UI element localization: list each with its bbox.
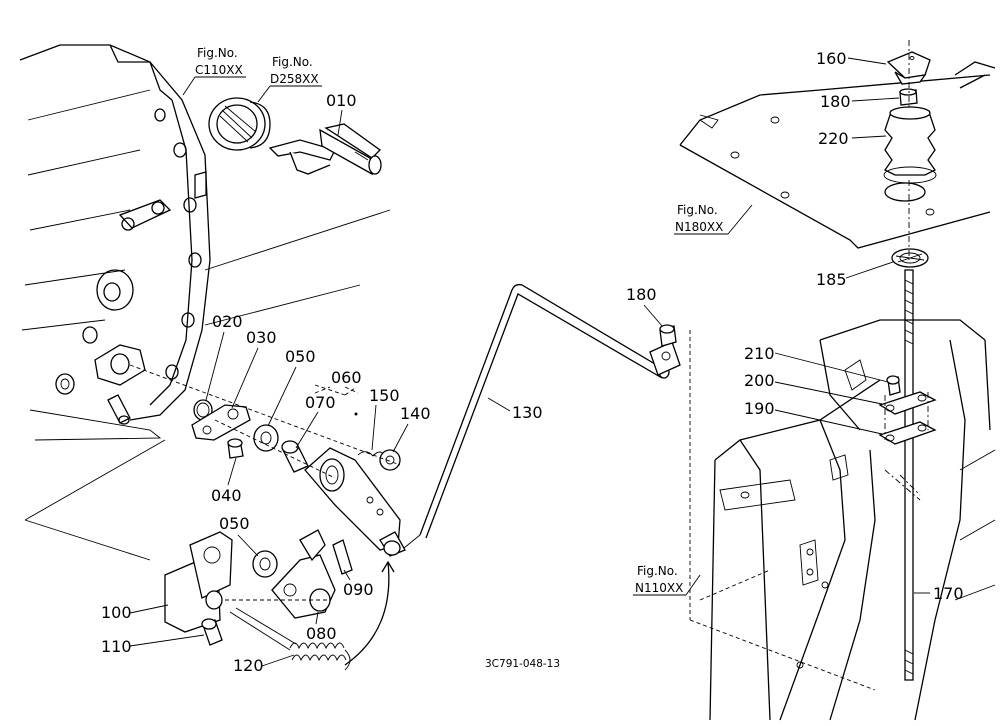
callout-200[interactable]: 200 xyxy=(744,371,775,390)
part-d258-bushing xyxy=(208,97,271,151)
part-060-lever-arm xyxy=(304,447,406,557)
part-110-bolt xyxy=(201,618,223,646)
fig-ref-d258[interactable]: Fig.No. D258XX xyxy=(257,55,322,103)
callout-100[interactable]: 100 xyxy=(101,603,132,622)
callout-080[interactable]: 080 xyxy=(306,624,337,643)
fig-ref-code: C110XX xyxy=(195,63,243,77)
part-140-washer xyxy=(379,449,401,471)
fig-ref-title: Fig.No. xyxy=(272,55,313,69)
callout-160[interactable]: 160 xyxy=(816,49,847,68)
part-090-pin xyxy=(332,539,353,575)
part-050-washer-upper xyxy=(253,424,279,452)
callout-130[interactable]: 130 xyxy=(512,403,543,422)
callout-185[interactable]: 185 xyxy=(816,270,847,289)
part-010-shaft xyxy=(268,123,382,176)
callout-040[interactable]: 040 xyxy=(211,486,242,505)
fig-ref-code: D258XX xyxy=(270,72,319,86)
frame-structure xyxy=(709,319,996,721)
callout-060[interactable]: 060 xyxy=(331,368,362,387)
callout-010[interactable]: 010 xyxy=(326,91,357,110)
callout-110[interactable]: 110 xyxy=(101,637,132,656)
part-185-grommet xyxy=(891,248,929,268)
callout-120[interactable]: 120 xyxy=(233,656,264,675)
callout-030[interactable]: 030 xyxy=(246,328,277,347)
fig-ref-code: N110XX xyxy=(635,581,683,595)
callout-220[interactable]: 220 xyxy=(818,129,849,148)
callout-170[interactable]: 170 xyxy=(933,584,964,603)
callout-150[interactable]: 150 xyxy=(369,386,400,405)
part-220-boot xyxy=(883,106,937,184)
part-180-nut-upper xyxy=(899,88,918,106)
part-040-bolt xyxy=(227,438,244,459)
part-050-washer-lower xyxy=(252,550,278,578)
callout-050-lower[interactable]: 050 xyxy=(219,514,250,533)
part-190-plate xyxy=(878,421,937,445)
callout-180-upper[interactable]: 180 xyxy=(820,92,851,111)
callout-210[interactable]: 210 xyxy=(744,344,775,363)
callout-090[interactable]: 090 xyxy=(343,580,374,599)
drawing-code: 3C791-048-13 xyxy=(485,658,560,670)
part-080-cam xyxy=(271,529,336,619)
part-180-nut-bracket xyxy=(649,324,681,376)
floor-plate xyxy=(679,61,996,249)
fig-ref-n180[interactable]: Fig.No. N180XX xyxy=(674,203,753,235)
callout-180-lower[interactable]: 180 xyxy=(626,285,657,304)
part-070-collar xyxy=(281,440,309,473)
transmission-case xyxy=(19,44,391,561)
callout-070[interactable]: 070 xyxy=(305,393,336,412)
callouts: 010 020 030 040 050 060 070 150 140 050 … xyxy=(101,49,964,675)
fig-ref-title: Fig.No. xyxy=(637,564,678,578)
part-030-plate xyxy=(191,404,251,441)
fig-ref-title: Fig.No. xyxy=(197,46,238,60)
fig-ref-code: N180XX xyxy=(675,220,723,234)
fig-ref-c110[interactable]: Fig.No. C110XX xyxy=(182,46,246,96)
callout-020[interactable]: 020 xyxy=(212,312,243,331)
fig-ref-n110[interactable]: Fig.No. N110XX xyxy=(633,564,701,596)
part-170-rod xyxy=(904,269,914,681)
part-120-spring xyxy=(229,607,351,671)
part-200-plate xyxy=(878,391,937,415)
callout-140[interactable]: 140 xyxy=(400,404,431,423)
motion-arrowhead xyxy=(381,560,395,573)
callout-190[interactable]: 190 xyxy=(744,399,775,418)
part-100-bracket xyxy=(164,531,233,633)
part-210-bolt xyxy=(886,375,901,396)
assembly-guide-lines xyxy=(129,40,929,691)
callout-050-upper[interactable]: 050 xyxy=(285,347,316,366)
fig-ref-title: Fig.No. xyxy=(677,203,718,217)
motion-arc xyxy=(344,561,390,666)
